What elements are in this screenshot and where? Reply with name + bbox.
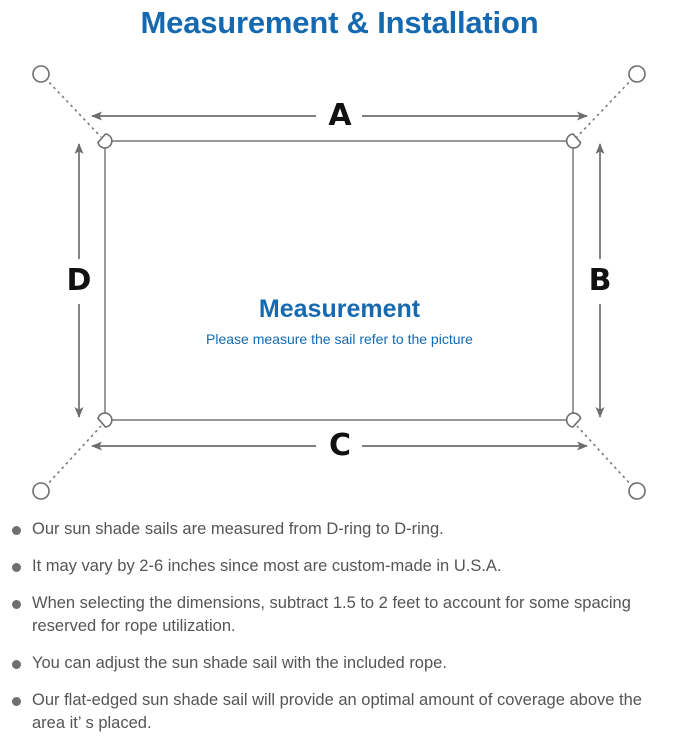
top-left-anchor [32,65,50,83]
list-item: You can adjust the sun shade sail with t… [0,652,679,675]
sail-measurement-diagram: A C D B Measurement Please measure the s… [0,52,679,512]
list-item-text: Our flat-edged sun shade sail will provi… [32,691,642,732]
dimension-label-d: D [57,264,101,298]
sail-body [104,140,574,421]
rope-top-left [44,77,102,138]
diagram-center-subtitle: Please measure the sail refer to the pic… [206,331,473,347]
list-item-text: Our sun shade sails are measured from D-… [32,520,444,538]
list-item-text: You can adjust the sun shade sail with t… [32,654,447,672]
page-title: Measurement & Installation [140,5,539,40]
bottom-right-anchor [628,482,646,500]
list-item-text: When selecting the dimensions, subtract … [32,594,631,635]
list-item: When selecting the dimensions, subtract … [0,592,679,638]
rope-bottom-right [576,425,634,488]
notes-list: Our sun shade sails are measured from D-… [0,518,679,749]
bottom-left-d-ring [97,412,113,428]
list-item: Our sun shade sails are measured from D-… [0,518,679,541]
rope-bottom-left [44,425,102,488]
top-right-d-ring [565,133,582,149]
dimension-label-c: C [318,429,362,463]
bullet-dot-icon [12,697,21,706]
top-left-d-ring [97,133,113,149]
dimension-label-b: B [578,264,622,298]
dimension-label-a: A [318,99,362,133]
diagram-svg [32,65,646,500]
bullet-dot-icon [12,563,21,572]
anchor-points [32,65,646,500]
bullet-dot-icon [12,526,21,535]
list-item: Our flat-edged sun shade sail will provi… [0,689,679,735]
rope-top-right [576,77,634,138]
bullet-dot-icon [12,600,21,609]
list-item-text: It may vary by 2-6 inches since most are… [32,557,502,575]
d-rings [97,133,582,428]
top-right-anchor [628,65,646,83]
rope-lines [44,77,634,488]
bullet-dot-icon [12,660,21,669]
list-item: It may vary by 2-6 inches since most are… [0,555,679,578]
bottom-left-anchor [32,482,50,500]
bottom-right-d-ring [565,412,582,428]
diagram-center-title: Measurement [258,295,421,323]
